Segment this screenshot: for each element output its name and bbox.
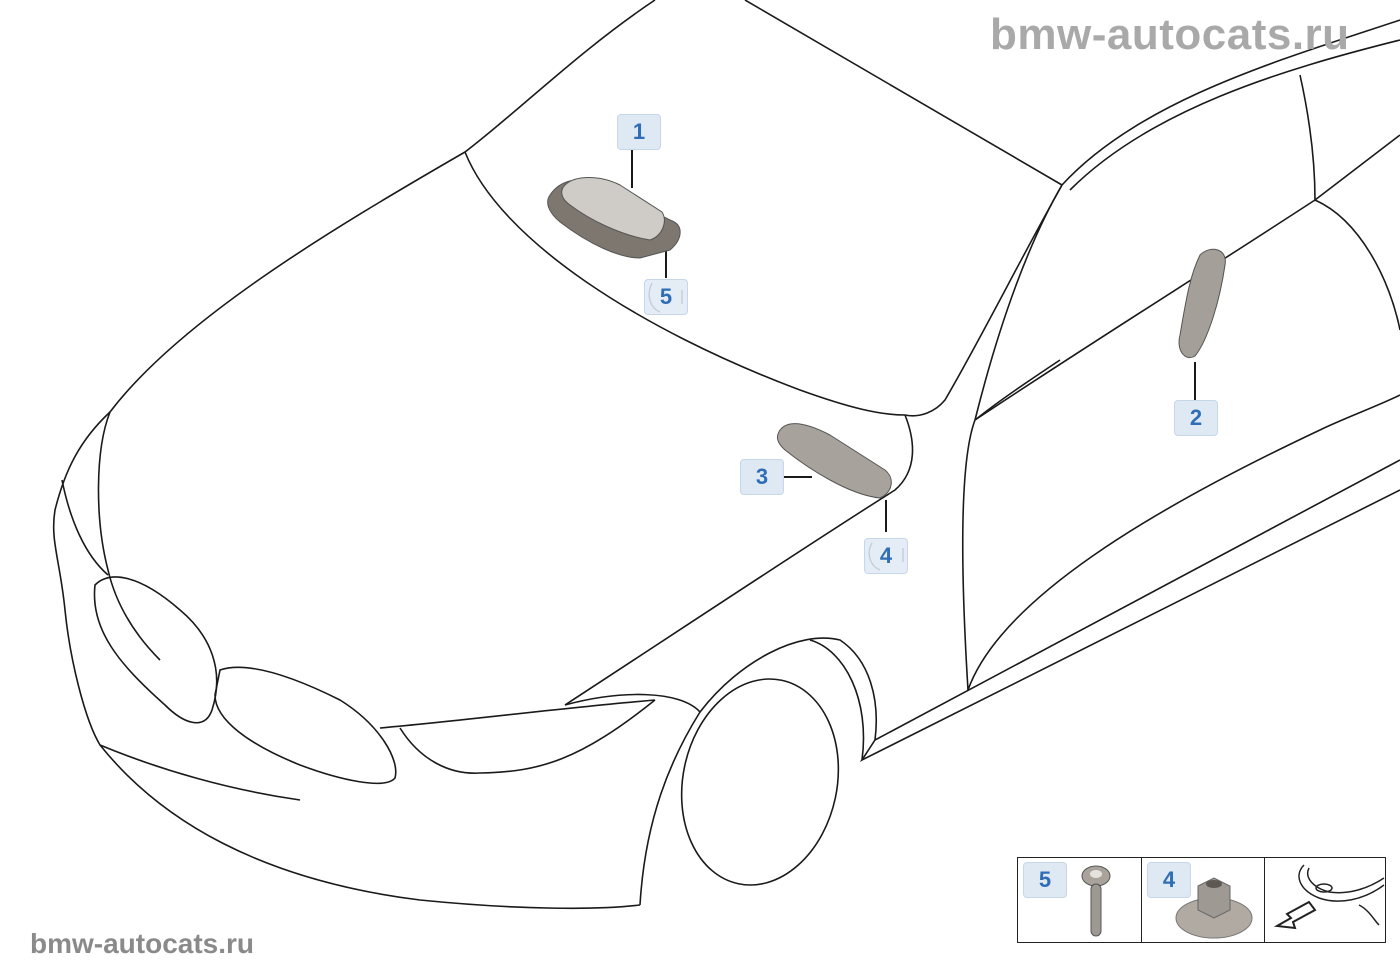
watermark-top: bmw-autocats.ru [990, 10, 1350, 59]
vehicle-front-arrow-icon [1273, 864, 1385, 930]
legend-callout-5: 5 [1023, 862, 1067, 898]
legend-cell-nut[interactable]: 4 [1142, 858, 1265, 942]
parts-legend: 5 4 [1017, 857, 1386, 943]
callout-1[interactable]: 1 [617, 114, 661, 150]
screw-icon [1081, 865, 1111, 937]
callout-2[interactable]: 2 [1174, 400, 1218, 436]
legend-cell-screw[interactable]: 5 [1018, 858, 1142, 942]
callout-3[interactable]: 3 [740, 459, 784, 495]
legend-callout-4: 4 [1147, 862, 1191, 898]
nut-icon [1175, 877, 1253, 939]
callout-4[interactable]: 4 [864, 538, 908, 574]
watermark-bottom: bmw-autocats.ru [30, 928, 255, 959]
callout-5[interactable]: 5 [644, 279, 688, 315]
legend-cell-orientation[interactable] [1265, 858, 1385, 942]
